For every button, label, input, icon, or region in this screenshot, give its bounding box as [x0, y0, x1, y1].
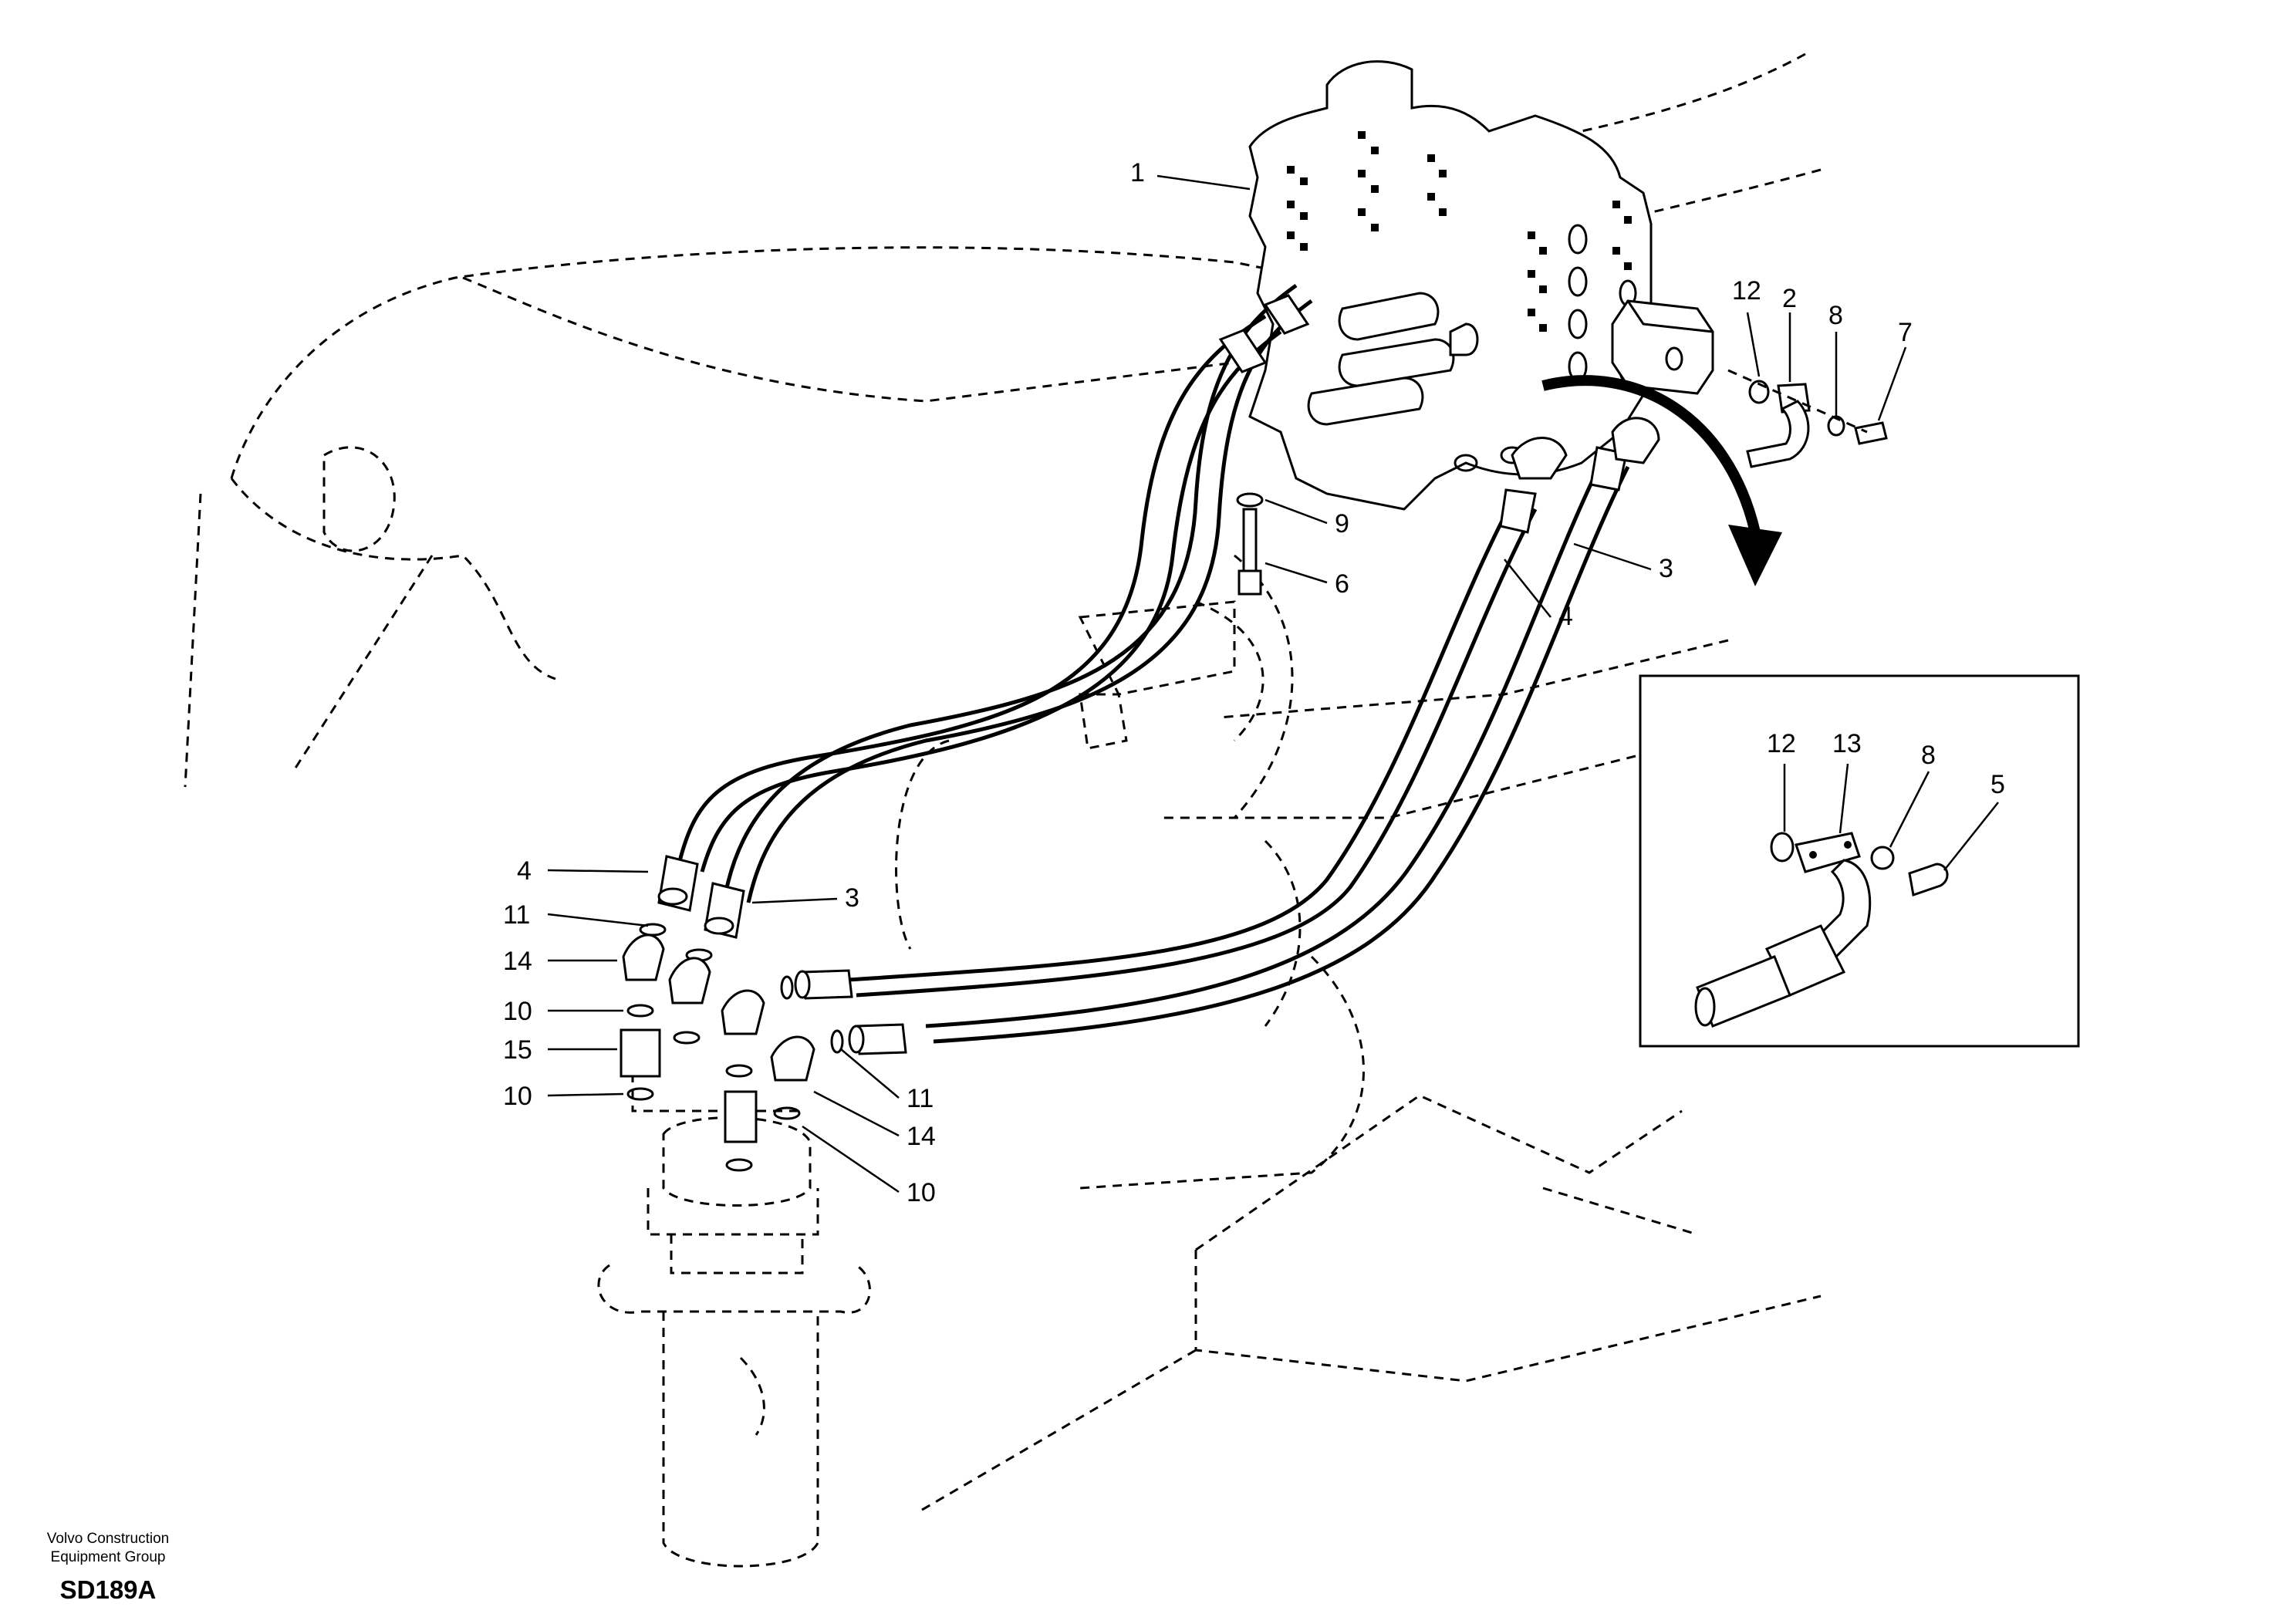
main-control-valve	[1248, 60, 1663, 511]
callout-6: 6	[1335, 569, 1349, 599]
callout-3-left: 3	[845, 883, 859, 913]
detail-callout-8: 8	[1921, 741, 1936, 770]
detail-callout-13: 13	[1832, 729, 1862, 758]
callout-labels: 1 12 2 8 7 9 6 3 4 4 11 3 14 10 15 10 11…	[503, 158, 2005, 1207]
callout-10-low: 10	[907, 1178, 936, 1207]
hose-pair-right	[848, 417, 1660, 1044]
callout-12-upper: 12	[1732, 276, 1761, 306]
callout-7: 7	[1898, 318, 1913, 347]
auxiliary-valve-block	[1611, 299, 1714, 395]
callout-10-left-a: 10	[503, 997, 532, 1026]
hose-pair-left	[677, 283, 1313, 903]
drawing-code: SD189A	[60, 1575, 157, 1604]
callout-14-left: 14	[503, 947, 532, 976]
adapters	[620, 1028, 758, 1172]
company-name-line1: Volvo Construction	[47, 1531, 169, 1547]
leader-lines	[547, 174, 1999, 1194]
callout-1: 1	[1130, 158, 1145, 187]
right-hose-end-fittings	[794, 969, 907, 1055]
detail-callout-5: 5	[1990, 770, 2005, 799]
callout-11-left: 11	[503, 900, 530, 930]
callout-10-left-b: 10	[503, 1082, 532, 1111]
company-name-line2: Equipment Group	[51, 1549, 166, 1565]
flange-assembly-upper	[1727, 369, 1888, 468]
callout-11-low: 11	[907, 1084, 934, 1113]
callout-4-left: 4	[517, 856, 532, 886]
callout-8-upper: 8	[1828, 301, 1843, 330]
callout-4-right: 4	[1558, 602, 1573, 631]
detail-arrow	[1541, 375, 1782, 586]
footer-block: Volvo Construction Equipment Group SD189…	[47, 1531, 169, 1604]
callout-3-right: 3	[1659, 554, 1673, 583]
callout-9: 9	[1335, 509, 1349, 539]
left-hose-end-fittings	[657, 855, 745, 939]
detail-view	[1639, 674, 2080, 1048]
callout-14-low: 14	[907, 1122, 936, 1151]
callout-15: 15	[503, 1035, 532, 1065]
detail-callout-12: 12	[1767, 729, 1796, 758]
bolt-assembly	[1236, 492, 1264, 596]
callout-2: 2	[1782, 284, 1797, 313]
machine-frame-outline	[184, 52, 1822, 1514]
elbow-fittings	[622, 923, 844, 1120]
